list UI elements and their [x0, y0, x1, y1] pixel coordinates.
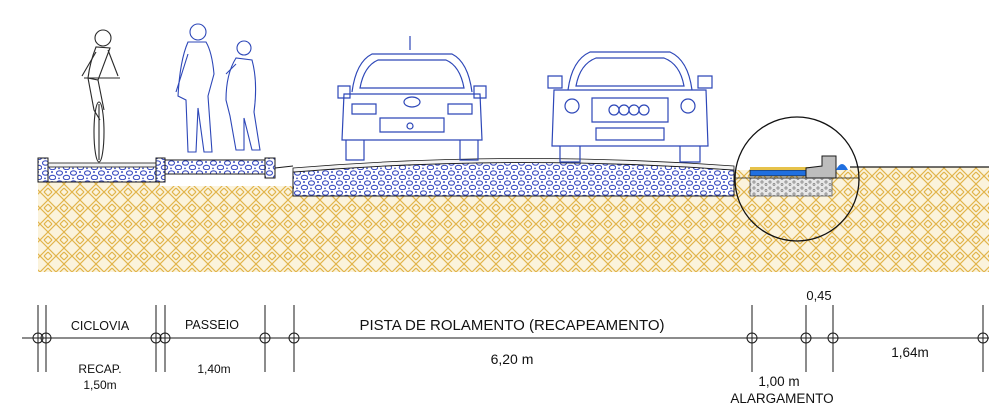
label-ciclovia-width: 1,50m [83, 378, 116, 392]
label-pista: PISTA DE ROLAMENTO (RECAPEAMENTO) [359, 317, 664, 334]
car-front-view [547, 51, 713, 163]
dimension-line [22, 305, 989, 372]
detail-circle [734, 116, 860, 242]
label-alargamento-width: 1,00 m [758, 374, 799, 389]
label-passeio-width: 1,40m [197, 362, 230, 376]
label-pista-width: 6,20 m [491, 351, 534, 367]
label-recap: RECAP. [78, 362, 121, 376]
label-ciclovia: CICLOVIA [71, 319, 130, 333]
label-alargamento: ALARGAMENTO [730, 391, 833, 406]
pista-pavement [292, 158, 735, 197]
label-passeio: PASSEIO [185, 318, 239, 332]
ciclovia-pavement [37, 157, 166, 183]
label-curb-width: 0,45 [806, 288, 831, 303]
pedestrian-figures [175, 23, 261, 153]
cyclist-figure [81, 29, 120, 163]
car-rear-view [337, 36, 487, 161]
passeio-pavement [164, 157, 294, 179]
label-right-width: 1,64m [891, 345, 929, 360]
